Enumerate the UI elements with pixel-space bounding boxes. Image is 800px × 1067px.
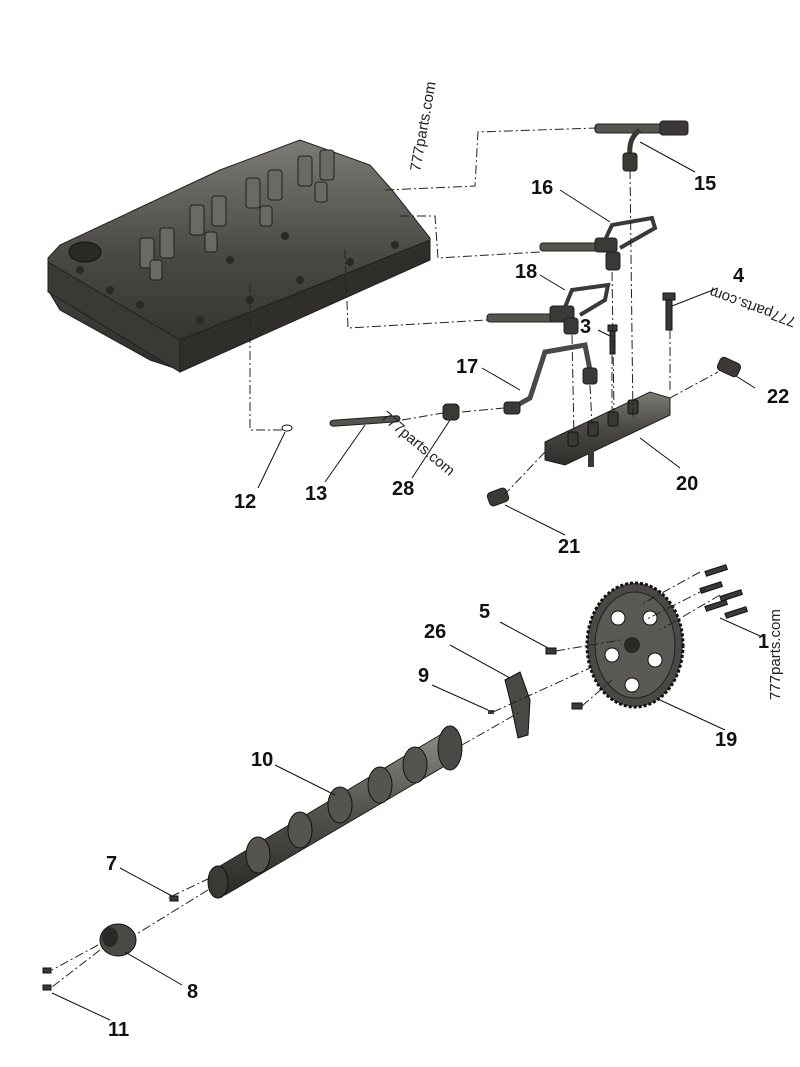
plug-21 bbox=[486, 487, 510, 507]
watermark-top: 777parts.com bbox=[407, 80, 440, 172]
thrust-plate-26 bbox=[504, 671, 531, 739]
injector-16 bbox=[539, 215, 658, 271]
pin-9 bbox=[488, 710, 494, 714]
screws-11 bbox=[42, 967, 52, 991]
bolts-1 bbox=[699, 564, 749, 619]
callout-20: 20 bbox=[676, 473, 698, 495]
callout-4: 4 bbox=[733, 265, 745, 287]
fuel-line-17 bbox=[503, 342, 598, 415]
callout-10: 10 bbox=[251, 749, 273, 771]
watermark-right-top: 777parts.com bbox=[707, 283, 798, 330]
leader-lines bbox=[51, 141, 761, 1021]
callout-8: 8 bbox=[187, 981, 198, 1003]
callout-11: 11 bbox=[108, 1019, 129, 1041]
sensor-22 bbox=[716, 356, 742, 378]
callout-22: 22 bbox=[767, 386, 789, 408]
callout-28: 28 bbox=[392, 478, 414, 500]
camshaft-gear-19 bbox=[585, 581, 685, 709]
key-7 bbox=[169, 895, 179, 902]
callout-18: 18 bbox=[515, 261, 537, 283]
callout-26: 26 bbox=[424, 621, 446, 643]
cylinder-head bbox=[47, 139, 431, 373]
callout-16: 16 bbox=[531, 177, 553, 199]
fuel-rail-20 bbox=[544, 391, 671, 467]
watermarks: 777parts.com 777parts.com 777parts.com 7… bbox=[377, 80, 798, 700]
camshaft-10 bbox=[207, 725, 463, 899]
injector-15 bbox=[594, 120, 689, 172]
callout-labels: 15 16 4 18 3 17 22 20 12 13 28 21 5 26 1… bbox=[106, 173, 789, 1041]
bolt-4 bbox=[662, 292, 676, 331]
callout-5: 5 bbox=[479, 601, 490, 623]
callout-1: 1 bbox=[758, 631, 769, 653]
injector-13 bbox=[281, 415, 401, 432]
callout-12: 12 bbox=[234, 491, 256, 513]
seal-28 bbox=[442, 403, 460, 421]
bolt-5 bbox=[545, 647, 583, 710]
watermark-right: 777parts.com bbox=[767, 609, 784, 700]
callout-9: 9 bbox=[418, 665, 429, 687]
callout-7: 7 bbox=[106, 853, 117, 875]
callout-21: 21 bbox=[558, 536, 580, 558]
callout-19: 19 bbox=[715, 729, 737, 751]
callout-3: 3 bbox=[580, 316, 591, 338]
callout-17: 17 bbox=[456, 356, 478, 378]
callout-15: 15 bbox=[694, 173, 716, 195]
injector-18 bbox=[486, 282, 611, 335]
assembly-lines bbox=[51, 127, 721, 988]
callout-13: 13 bbox=[305, 483, 327, 505]
bushing-8 bbox=[99, 923, 137, 957]
